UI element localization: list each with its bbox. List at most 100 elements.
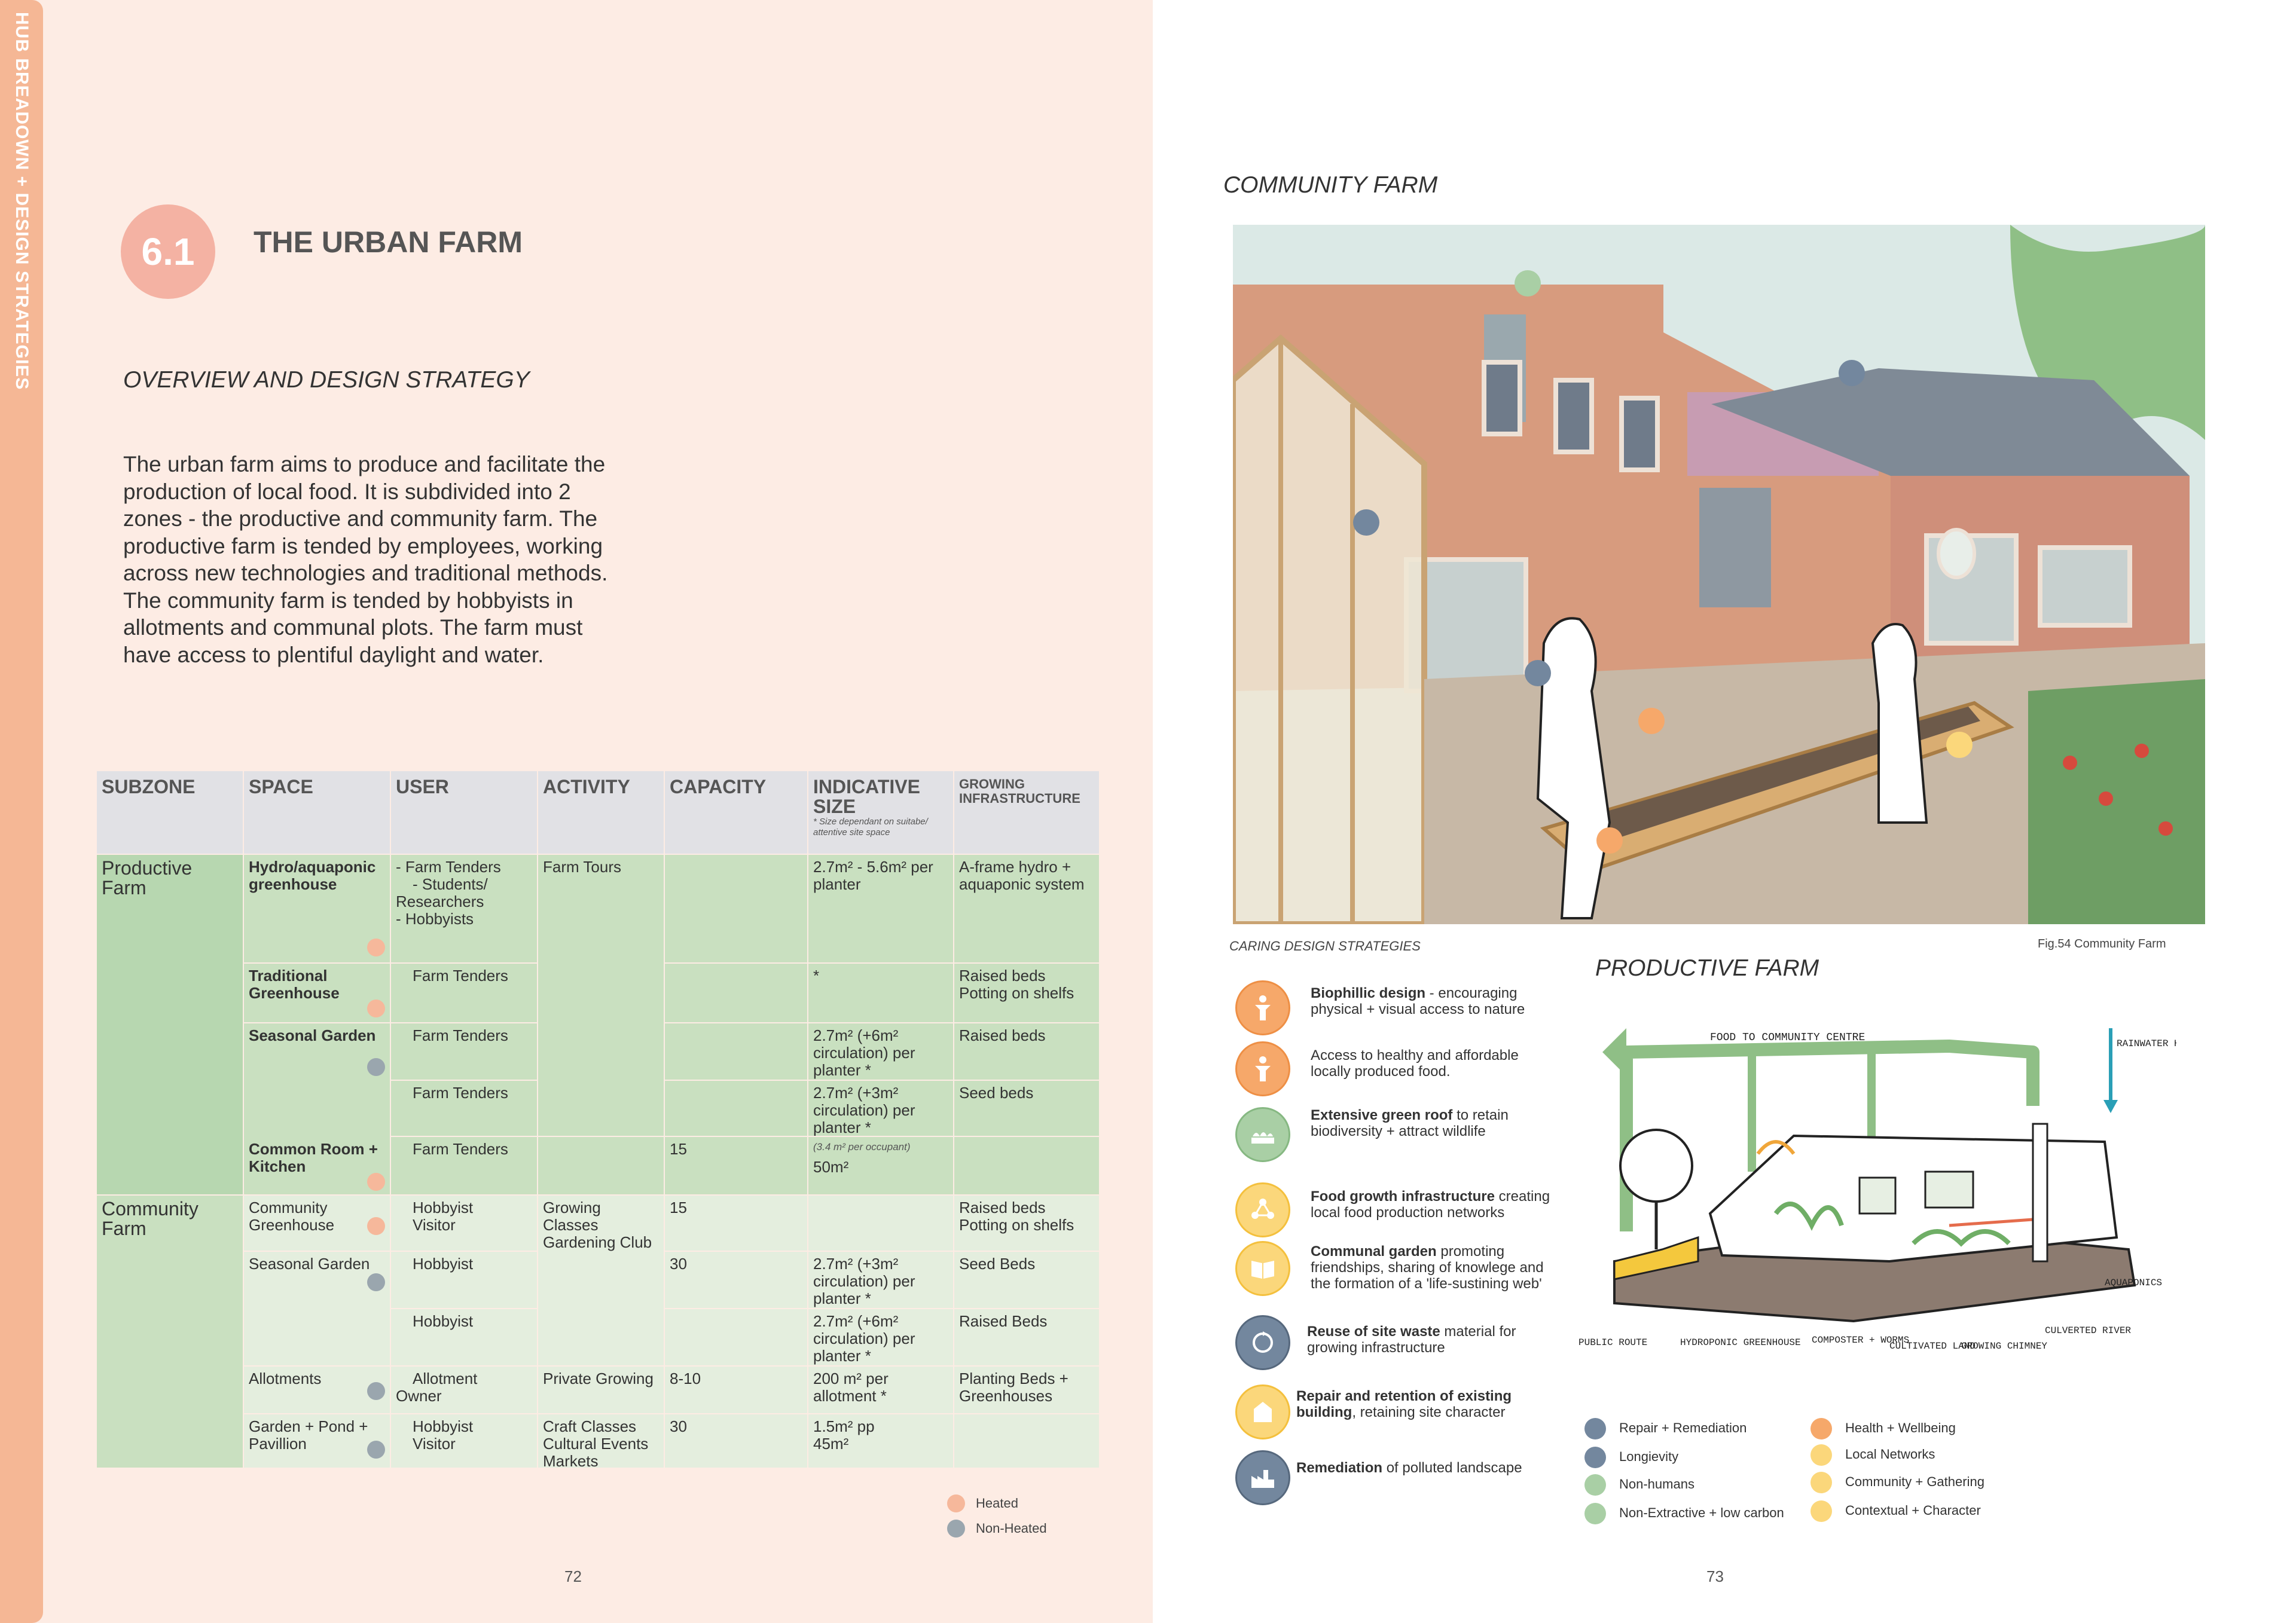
tomato — [2158, 821, 2173, 836]
table-row-space: Garden + Pond + Pavillion — [244, 1414, 390, 1468]
activity-private-growing: Private Growing — [538, 1367, 664, 1413]
header-user: USER — [391, 771, 537, 854]
strategy-site-waste: Reuse of site waste material for growing… — [1307, 1324, 1552, 1356]
compost-flow — [1949, 1218, 2034, 1227]
local-networks-icon — [1810, 1444, 1832, 1466]
activity-line: Cultural Events — [543, 1435, 649, 1453]
health-icon — [1596, 827, 1623, 854]
table-row-size — [808, 1196, 953, 1251]
table-row-growing: Raised beds Potting on shelfs — [954, 1196, 1099, 1251]
table-row-capacity: 15 — [665, 1196, 807, 1251]
table-row-size: 2.7m² (+3m² circulation) per planter * — [808, 1081, 953, 1136]
table-row-user: Farm Tenders — [391, 1081, 537, 1136]
table-row-space: Seasonal Garden — [244, 1252, 390, 1365]
strategy-communal-garden: Communal garden promoting friendships, s… — [1311, 1243, 1556, 1292]
label-hydroponic: HYDROPONIC GREENHOUSE — [1680, 1337, 1801, 1348]
header-growing-infrastructure: GROWING INFRASTRUCTURE — [954, 771, 1099, 854]
greenhouse-window — [1858, 1176, 1897, 1215]
recycle-icon — [1235, 1315, 1290, 1370]
table-row-size: 2.7m² (+6m² circulation) per planter * — [808, 1309, 953, 1365]
label-river: CULVERTED RIVER — [2045, 1325, 2131, 1336]
legend-repair-remediation: Repair + Remediation — [1619, 1420, 1747, 1435]
rainwater-arrow-head — [2103, 1100, 2118, 1113]
label-food-to-centre: FOOD TO COMMUNITY CENTRE — [1710, 1032, 1865, 1044]
plants — [1912, 1229, 2011, 1247]
subzone-community-farm: Community Farm — [97, 1196, 243, 1468]
user-line: Visitor — [413, 1435, 456, 1453]
strategy-rest: Access to healthy and affordable locally… — [1311, 1047, 1519, 1080]
non-humans-icon — [1584, 1474, 1606, 1496]
strategy-green-roof: Extensive green roof to retain biodivers… — [1311, 1107, 1556, 1139]
table-row-size: 2.7m² (+6m² circulation) per planter * — [808, 1023, 953, 1080]
intro-line: have access to plentiful daylight and wa… — [123, 642, 544, 667]
header-space: SPACE — [244, 771, 390, 854]
table-row-growing — [954, 1137, 1099, 1194]
window — [1553, 378, 1594, 454]
page-number-left: 72 — [564, 1567, 582, 1585]
gardener-figure — [1871, 623, 1928, 824]
label-composter: COMPOSTER + WORMS — [1812, 1335, 1909, 1346]
repair-remediation-icon — [1584, 1418, 1606, 1439]
tomato — [2135, 744, 2149, 758]
community-gathering-icon — [1810, 1472, 1832, 1493]
user-line: Owner — [396, 1387, 442, 1405]
public-route-path — [1613, 1236, 1699, 1280]
side-tab — [0, 0, 43, 1623]
intro-line: productive farm is tended by employees, … — [123, 533, 603, 558]
legend-heated-label: Heated — [976, 1496, 1018, 1511]
table-row-growing: Raised Beds — [954, 1309, 1099, 1365]
table-row-user: Hobbyist — [391, 1309, 537, 1365]
user-line: Allotment — [413, 1370, 478, 1387]
productive-farm-illustration: FOOD TO COMMUNITY CENTRE RAINWATER HARVE… — [1578, 1028, 2176, 1352]
legend-non-extractive: Non-Extractive + low carbon — [1619, 1505, 1784, 1520]
table-row-space: Common Room + Kitchen — [244, 1137, 390, 1194]
heated-marker — [367, 1173, 385, 1191]
strategy-food-growth: Food growth infrastructure creating loca… — [1311, 1188, 1556, 1221]
strategy-bold: Food growth infrastructure — [1311, 1188, 1495, 1205]
community-farm-title: COMMUNITY FARM — [1223, 172, 1438, 198]
community-icon — [1946, 732, 1973, 758]
strategy-bold: Remediation — [1296, 1460, 1383, 1476]
intro-line: production of local food. It is subdivid… — [123, 479, 571, 504]
longevity-icon — [1525, 660, 1551, 686]
grey-cladding — [1699, 488, 1771, 607]
strategy-food-access: Access to healthy and affordable locally… — [1311, 1047, 1556, 1080]
user-line: Visitor — [413, 1216, 456, 1234]
user-line: Hobbyist — [413, 1199, 474, 1217]
strategy-remediation: Remediation of polluted landscape — [1296, 1460, 1541, 1476]
activity-line: Markets — [543, 1452, 599, 1468]
health-icon — [1638, 708, 1665, 734]
activity-line: Growing Classes — [543, 1199, 601, 1234]
intro-line: The urban farm aims to produce and facil… — [123, 452, 606, 476]
table-row-capacity — [665, 1023, 807, 1080]
vegetable-plot — [2028, 679, 2205, 924]
heat-flow — [1756, 1140, 1796, 1155]
repair-icon — [1353, 509, 1379, 536]
strategy-rest: material for growing infrastructure — [1307, 1324, 1516, 1356]
label-rainwater: RAINWATER HARVESTING — [2117, 1038, 2176, 1049]
gardener-figure — [1536, 617, 1611, 919]
health-wellbeing-icon — [1810, 1418, 1832, 1439]
activity-craft-classes: Craft Classes Cultural Events Markets — [538, 1414, 664, 1468]
page-number-right: 73 — [1706, 1567, 1724, 1585]
subzone-productive-farm: Productive Farm — [97, 855, 243, 1194]
non-heated-marker — [367, 1382, 385, 1400]
activity-line: Craft Classes — [543, 1417, 637, 1435]
table-row-growing: A-frame hydro + aquaponic system — [954, 855, 1099, 962]
label-cultivated: CULTIVATED LAND — [1889, 1341, 1976, 1352]
table-row-capacity: 15 — [665, 1137, 807, 1194]
table-row-space: Traditional Greenhouse — [244, 964, 390, 1022]
activity-growing-classes: Growing Classes Gardening Club — [538, 1196, 664, 1365]
table-row-growing: Seed beds — [954, 1081, 1099, 1136]
tomato — [2063, 756, 2077, 770]
table-row-space: Seasonal Garden — [244, 1023, 390, 1137]
intro-paragraph: The urban farm aims to produce and facil… — [123, 451, 661, 668]
user-line: - Farm Tenders — [396, 858, 501, 876]
round-window — [1937, 528, 1976, 579]
legend-local-networks: Local Networks — [1845, 1447, 1935, 1462]
food-arrow-head — [1602, 1028, 1626, 1076]
food-network-icon — [1235, 1182, 1290, 1237]
overview-heading: OVERVIEW AND DESIGN STRATEGY — [123, 367, 530, 393]
table-row-growing: Seed Beds — [954, 1252, 1099, 1308]
table-row-user: Farm Tenders — [391, 964, 537, 1022]
